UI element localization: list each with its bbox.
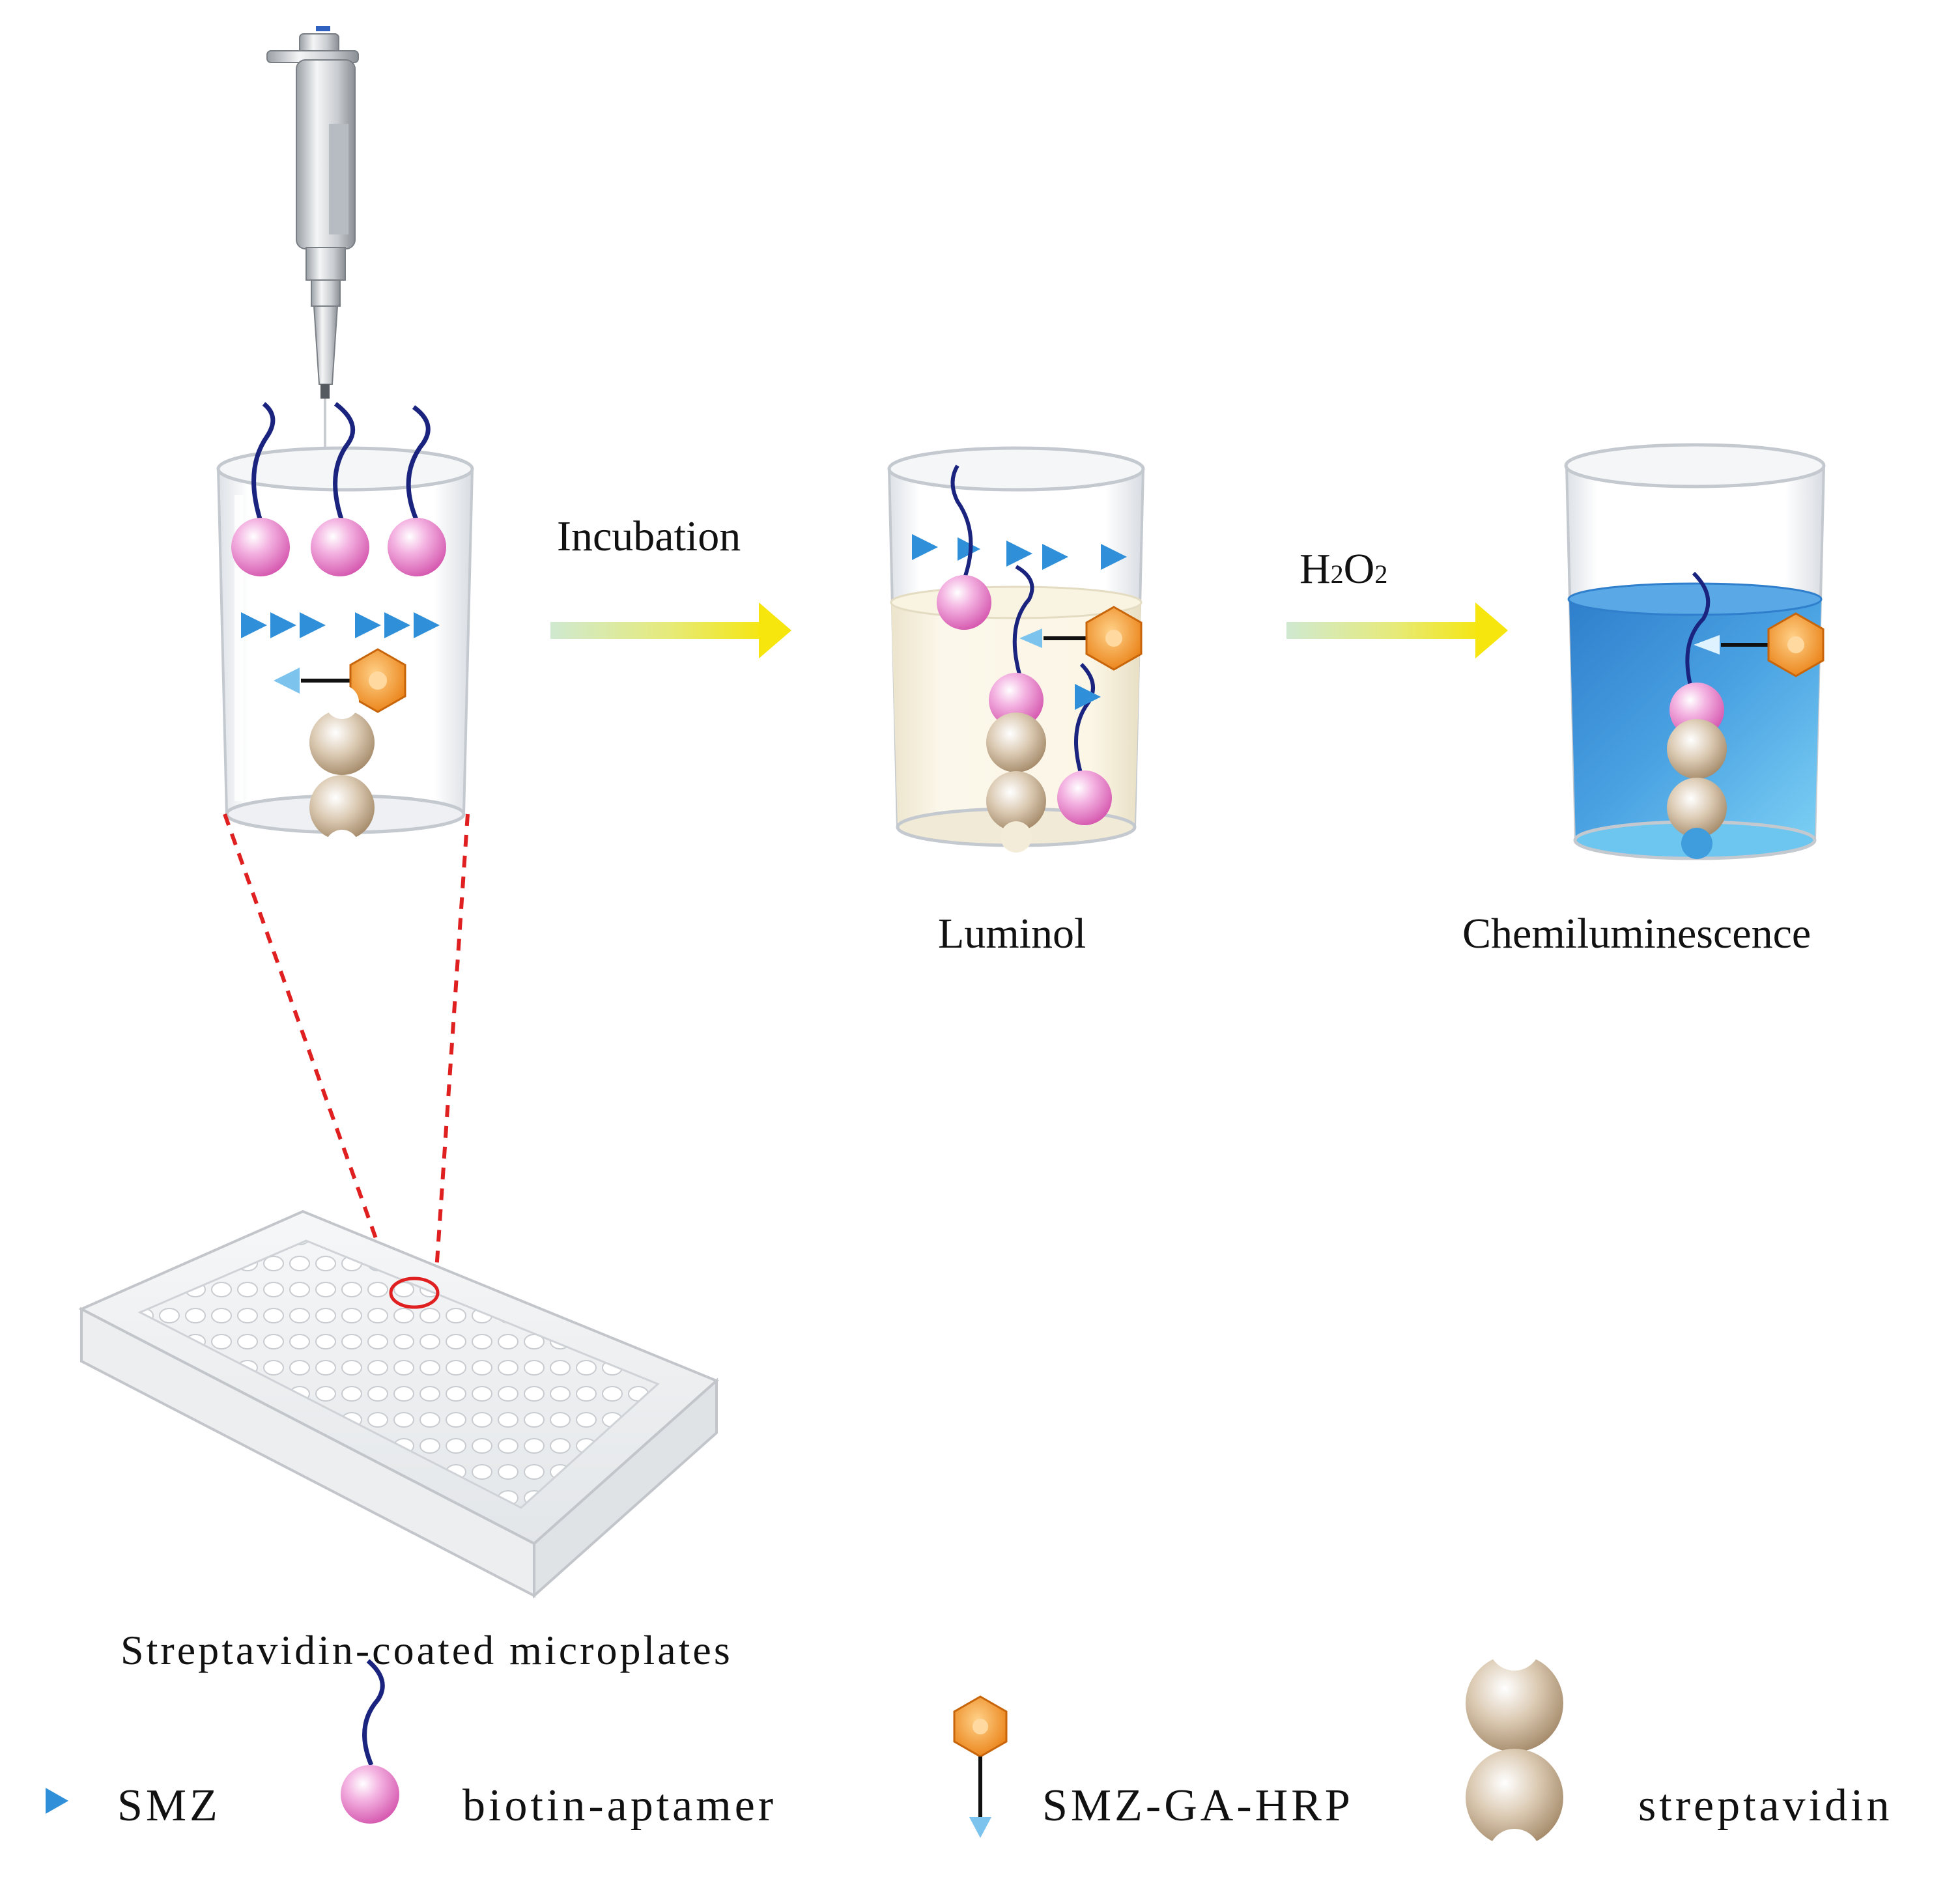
arrow-right-icon bbox=[1286, 602, 1508, 658]
smz-conjugate-smz bbox=[274, 668, 300, 694]
streptavidin-pair bbox=[1667, 719, 1727, 859]
h2o2-label: H2O2 bbox=[1300, 545, 1387, 593]
legend-smz-icon bbox=[46, 1788, 68, 1814]
legend-smz-ga-hrp-label: SMZ-GA-HRP bbox=[1042, 1781, 1354, 1831]
chemiluminescence-label: Chemiluminescence bbox=[1462, 910, 1811, 957]
arrow-right-icon bbox=[550, 602, 791, 658]
legend-streptavidin-label: streptavidin bbox=[1638, 1781, 1892, 1831]
legend-smz-conjugate-icon bbox=[969, 1817, 991, 1838]
beaker-1-contents bbox=[231, 402, 446, 864]
legend-biotin-bead-icon bbox=[341, 1765, 399, 1824]
legend-streptavidin-icon bbox=[1466, 1618, 1563, 1881]
smz-row bbox=[241, 612, 440, 638]
biotin-bead bbox=[231, 518, 290, 576]
luminol-label: Luminol bbox=[938, 910, 1086, 957]
biotin-bead bbox=[937, 575, 991, 630]
biotin-bead bbox=[989, 673, 1044, 727]
biotin-bead bbox=[388, 518, 446, 576]
legend-smz-label: SMZ bbox=[117, 1781, 221, 1831]
microplate bbox=[78, 1209, 719, 1599]
biotin-bead bbox=[311, 518, 369, 576]
incubation-label: Incubation bbox=[557, 513, 741, 560]
pipette-icon bbox=[266, 26, 359, 469]
aptamer-strand bbox=[333, 402, 356, 522]
biotin-bead bbox=[1057, 770, 1112, 825]
aptamer-strand bbox=[251, 402, 276, 522]
legend: SMZ biotin-aptamer SMZ-GA-HRP streptavid… bbox=[46, 1618, 1892, 1881]
microplates-label: Streptavidin-coated microplates bbox=[121, 1627, 733, 1673]
aptamer-strand bbox=[406, 405, 431, 522]
legend-aptamer-strand-icon bbox=[362, 1659, 385, 1766]
streptavidin-pair bbox=[986, 713, 1046, 853]
streptavidin-pair bbox=[309, 685, 375, 864]
legend-biotin-aptamer-label: biotin-aptamer bbox=[462, 1781, 776, 1831]
beaker-3-contents bbox=[1667, 571, 1825, 859]
beaker-2-contents bbox=[912, 464, 1143, 853]
